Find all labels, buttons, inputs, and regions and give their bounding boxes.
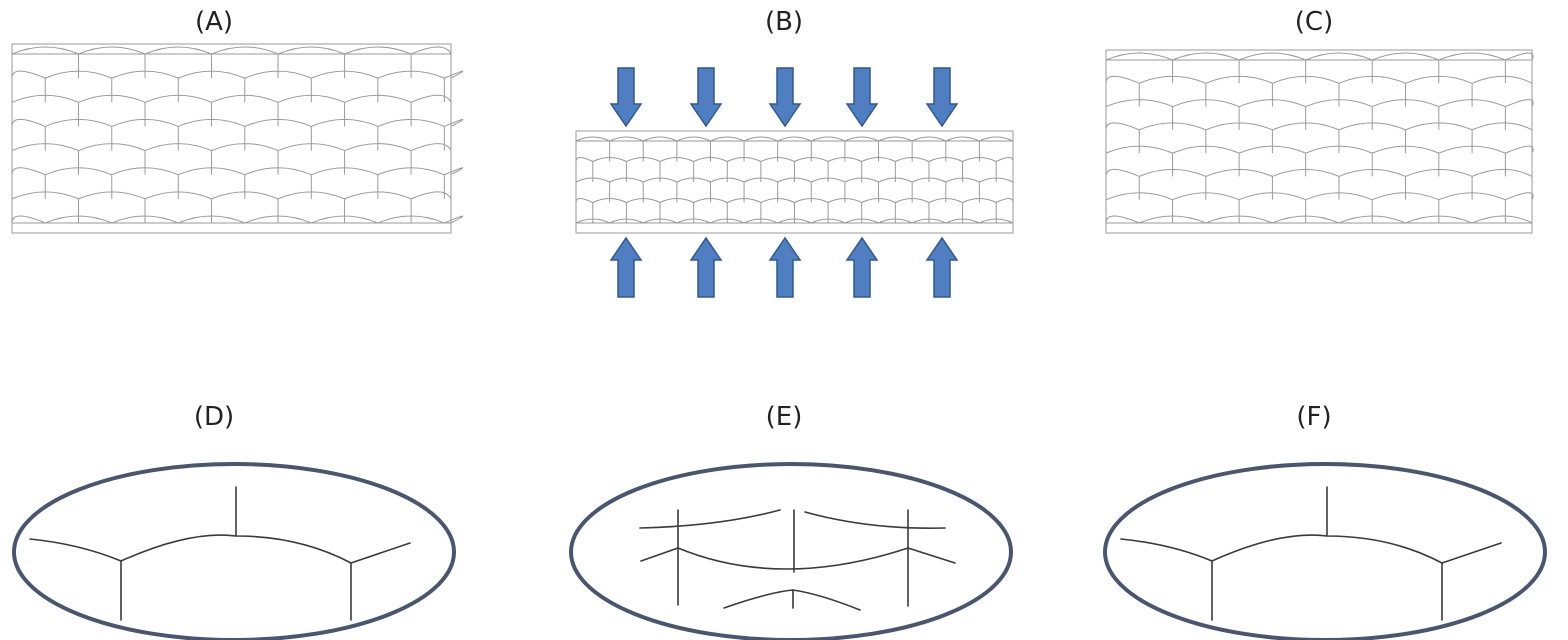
foam-a-top-sheet [11,43,452,55]
foam-c-bottom-sheet [1105,222,1533,234]
panel-label-e: (E) [766,402,803,432]
arrow-down-icon [925,67,959,128]
arrow-down-icon [689,67,723,128]
detail-e-wall-middle [640,547,956,570]
compression-arrows-bottom [609,236,959,298]
panel-label-c: (C) [1295,7,1333,37]
detail-f-cell-wall-left [1120,538,1213,562]
panel-label-f: (F) [1296,402,1331,432]
detail-d-ellipse [12,462,456,640]
foam-c-top-sheet [1105,49,1533,61]
foam-panel-c [1105,49,1534,234]
panel-label-b: (B) [765,7,803,37]
arrow-up-icon [768,236,802,298]
arrow-down-icon [609,67,643,128]
cell-detail-panel-e [569,462,1013,640]
foam-panel-b-compressed [575,130,1014,234]
detail-e-wall-bottom [723,589,861,611]
detail-e-wall-upper-right [804,511,946,529]
detail-e-ellipse [569,462,1013,640]
detail-d-cell-wall-arc [120,534,352,564]
panel-label-a: (A) [195,7,233,37]
foam-a-bottom-sheet [11,222,452,234]
arrow-down-icon [768,67,802,128]
foam-panel-a [11,43,464,234]
detail-f-ellipse [1103,462,1547,640]
compression-arrows-top [609,67,959,128]
foam-c-cells [1105,52,1534,224]
detail-d-cell-wall-left [29,538,122,562]
arrow-down-icon [845,67,879,128]
arrow-up-icon [609,236,643,298]
detail-f-cell-wall-arc [1211,534,1443,564]
detail-f-cell-wall-right [1441,542,1502,564]
panel-label-d: (D) [194,402,234,432]
foam-b-cells [575,136,1014,224]
arrow-up-icon [845,236,879,298]
foam-b-top-sheet [575,130,1014,142]
foam-a-cells [11,46,464,224]
arrow-up-icon [689,236,723,298]
detail-d-cell-wall-right [350,542,411,564]
arrow-up-icon [925,236,959,298]
foam-b-bottom-sheet [575,222,1014,234]
cell-detail-panel-d [12,462,456,640]
cell-detail-panel-f [1103,462,1547,640]
detail-e-wall-upper-left [639,509,781,529]
